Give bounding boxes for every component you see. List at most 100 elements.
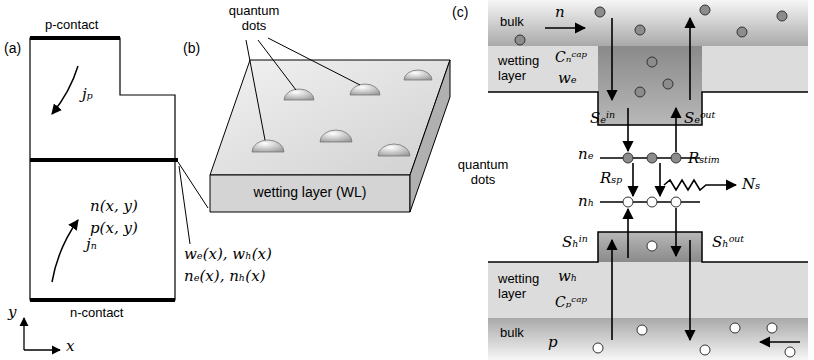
axis-label: x [66,338,74,355]
electron-dot [635,25,645,35]
hole-dot [785,347,795,357]
hole-dot [593,343,603,353]
axis-arrow [24,318,60,350]
photon-label: Nₛ [742,176,760,193]
panel-label: (c) [452,4,468,20]
leader-line [268,38,360,85]
axis-arrow [24,349,60,350]
rate-label: Sₑⁱⁿ [590,110,615,127]
hole-dot [647,197,657,207]
density-label: n(x, y) [90,198,138,215]
electron-dot [595,7,605,17]
band-edge [488,92,808,262]
density-label: wₑ(x), wₕ(x) [184,246,272,263]
symbol-label: wₕ [558,268,577,285]
wetting-layer-slab [210,60,450,175]
rate-label: Sₕⁱⁿ [562,234,588,251]
level-label: quantum dots [452,158,514,188]
quantum-dot [320,130,352,142]
current-label: jₙ [86,236,97,253]
electron-dot [515,35,525,45]
bulk-band: bulkn [488,0,808,46]
leader-line [246,40,265,140]
energy-band [488,262,808,318]
hole-dot [767,323,777,333]
transition-arrow [611,18,613,100]
symbol-label: Cₚᶜᵃᵖ [555,294,587,310]
current-arrow [52,66,78,282]
axis-arrow [23,318,24,350]
transition-arrow [659,163,661,196]
density-label: p(x, y) [90,220,138,237]
transition-arrow [675,108,677,152]
callout-label: quantum dots [222,4,286,34]
symbol-label: p [548,334,558,351]
slab-face-box: wetting layer (WL) [210,175,410,212]
electron-dot [647,57,657,67]
leader-line [246,38,360,140]
electron-dot [635,87,645,97]
symbol-label: wₑ [558,70,577,87]
band-label: wetting layer [498,272,554,302]
band-label: wetting layer (WL) [254,184,367,200]
hole-dot [730,323,740,333]
leader-line [178,162,208,208]
hole-dot [623,197,633,207]
symbol-label: Cₙᶜᵃᵖ [555,49,587,65]
leader-line [178,162,208,244]
leader-line [258,40,296,90]
wetting-layer-slab [210,175,410,212]
energy-band [488,0,808,360]
quantum-dot [404,70,432,80]
wetting-layer-band: wetting layerCₙᶜᵃᵖ wₑ [488,46,808,92]
contact-label: n-contact [70,306,123,321]
band-label: bulk [500,326,524,341]
hole-dot [671,197,681,207]
rate-label: Sₕᵒᵘᵗ [712,234,744,251]
electron-dot [623,153,633,163]
electron-dot [671,153,681,163]
transition-arrow [675,208,677,256]
wetting-layer-slab [210,60,450,212]
hole-dot [700,345,710,355]
quantum-dot [252,140,284,152]
current-label: jₚ [82,86,93,103]
hole-dot [647,241,657,251]
wetting-layer-slab [410,60,450,212]
quantum-dot [378,144,410,156]
leader-line [179,166,190,244]
transition-arrow [545,18,800,342]
energy-band [488,0,808,46]
panel-label: (a) [4,40,21,56]
quantum-dot [252,70,432,156]
energy-band [598,232,702,262]
current-arrow [52,220,78,282]
band-edge [488,232,808,262]
contact-layer [30,38,178,300]
contact-label: p-contact [45,18,98,33]
electron-dot [663,79,673,89]
axis-label: y [8,304,16,321]
panel-label: (b) [183,40,200,56]
band-label: bulk [500,15,524,30]
transition-arrow [689,18,691,100]
rate-label: Rₛₜᵢₘ [688,150,720,167]
transition-arrow [627,108,629,151]
bulk-band: bulk p [488,318,808,360]
transition-arrow [611,240,613,340]
band-label: wetting layer [498,54,554,84]
electron-dot [647,153,657,163]
density-label: nₑ(x), nₕ(x) [184,268,265,285]
level-label: nₑ [578,146,593,163]
transition-arrow [545,27,585,29]
transition-arrow [632,163,634,196]
electron-dot [700,5,710,15]
device-outline [30,38,175,300]
hole-dot [637,325,647,335]
current-arrow [52,66,78,114]
quantum-dot [350,84,380,95]
device-outline [30,38,175,300]
transition-arrow [689,240,691,340]
level-label: nₕ [578,193,594,210]
